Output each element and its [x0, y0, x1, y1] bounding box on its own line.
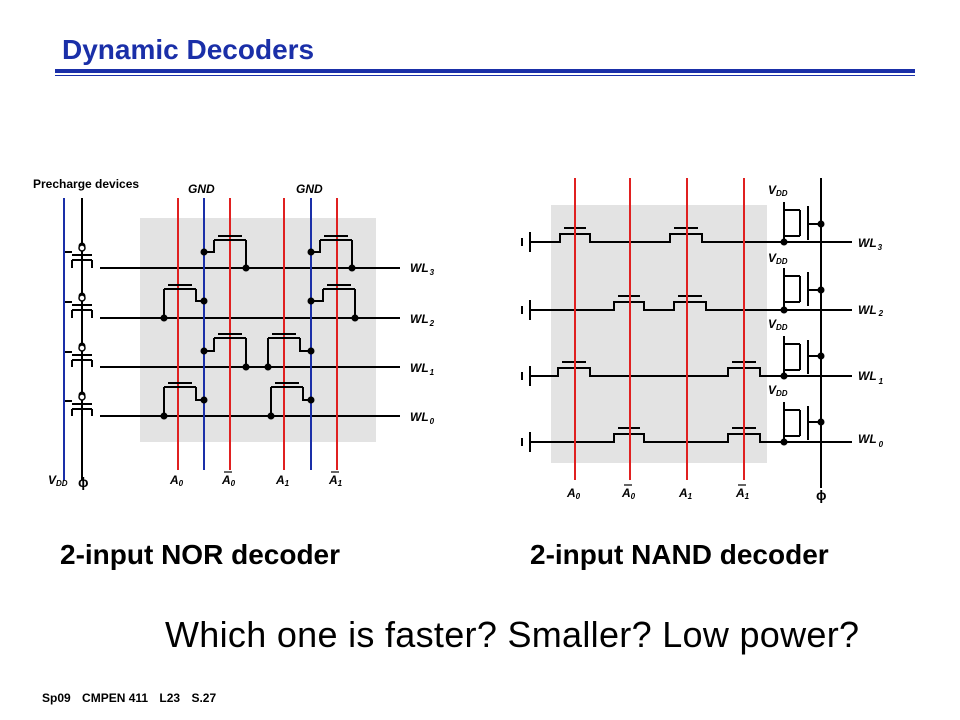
- nand-input-label: A1: [735, 486, 750, 501]
- nor-precharge-label: Precharge devices: [33, 177, 139, 191]
- nor-gnd-label: GND: [188, 182, 215, 196]
- nand-vdd-label: VDD: [768, 317, 788, 332]
- nor-input-label: A0: [221, 473, 236, 488]
- footer-lecture: L23: [159, 691, 181, 705]
- nor-caption: 2-input NOR decoder: [60, 539, 341, 570]
- nand-vdd-label: VDD: [768, 251, 788, 266]
- nor-phi-label: ϕ: [78, 474, 89, 490]
- nor-gnd-label: GND: [296, 182, 323, 196]
- nand-vdd-label: VDD: [768, 183, 788, 198]
- nand-phi-label: ϕ: [816, 487, 827, 503]
- nand-caption: 2-input NAND decoder: [530, 539, 829, 570]
- title-rule-thick: [55, 69, 915, 73]
- nor-wl-label: WL0: [410, 410, 435, 426]
- nand-vdd-label: VDD: [768, 383, 788, 398]
- nor-wl-label: WL3: [410, 261, 435, 277]
- nor-wl-label: WL1: [410, 361, 435, 377]
- footer-course: Sp09: [42, 691, 71, 705]
- nor-wl-label: WL2: [410, 312, 435, 328]
- nor-input-label: A0: [169, 473, 184, 488]
- nand-array-background: [551, 205, 767, 463]
- nand-wl-label: WL3: [858, 236, 883, 252]
- nor-input-label: A1: [275, 473, 290, 488]
- nor-decoder: Precharge devices GND GND WL3 WL2 WL1 WL…: [33, 177, 435, 490]
- nand-input-label: A1: [678, 486, 693, 501]
- nor-input-label: A1: [328, 473, 343, 488]
- title-rule-thin: [55, 75, 915, 76]
- question-text: Which one is faster? Smaller? Low power?: [165, 614, 860, 655]
- slide-title: Dynamic Decoders: [62, 34, 315, 65]
- slide-footer: Sp09 CMPEN 411 L23 S.27: [42, 691, 224, 705]
- nor-array-background: [140, 218, 376, 442]
- nand-input-label: A0: [621, 486, 636, 501]
- nor-vdd-label: VDD: [48, 473, 68, 488]
- footer-slide: S.27: [191, 691, 217, 705]
- footer-code: CMPEN 411: [82, 691, 149, 705]
- nand-input-label: A0: [566, 486, 581, 501]
